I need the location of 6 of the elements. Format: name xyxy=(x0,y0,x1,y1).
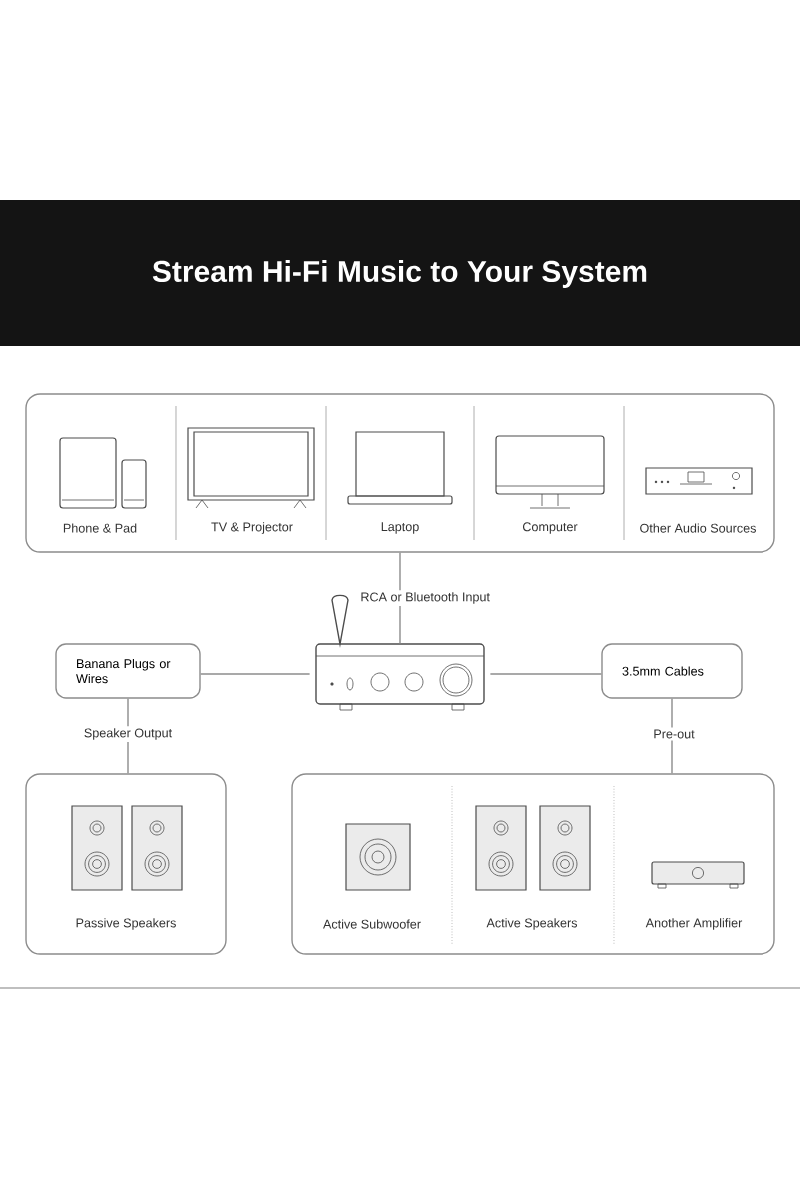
group-box xyxy=(25,393,775,553)
connector-line xyxy=(671,698,673,774)
connector-line xyxy=(200,673,311,675)
connector-line xyxy=(489,673,602,675)
group-box xyxy=(291,773,775,955)
title-banner: Stream Hi-Fi Music to Your System xyxy=(0,200,800,346)
